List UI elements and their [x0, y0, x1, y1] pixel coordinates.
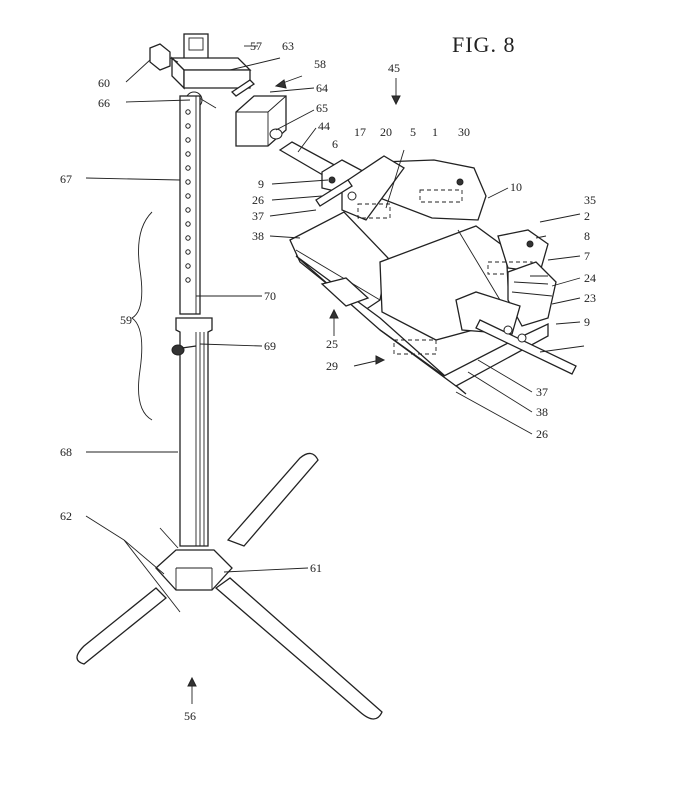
label-5: 5: [410, 125, 416, 139]
leg-front-right: [214, 577, 383, 720]
label-8: 8: [584, 229, 590, 243]
holder-block-edges: [236, 95, 287, 146]
slot-2: [357, 203, 391, 219]
top-plate-1: [379, 159, 487, 221]
tube-holes: [185, 109, 191, 283]
label-6: 6: [332, 137, 338, 151]
label-29: 29: [326, 359, 338, 373]
label-17: 17: [354, 125, 366, 139]
label-66: 66: [98, 96, 110, 110]
slot-1: [419, 189, 463, 203]
label-24: 24: [584, 271, 596, 285]
label-23: 23: [584, 291, 596, 305]
figure-title: FIG. 8: [452, 32, 515, 57]
label-44: 44: [318, 119, 330, 133]
label-38-right: 38: [536, 405, 548, 419]
holder-block-hole: [269, 128, 283, 140]
label-67: 67: [60, 172, 72, 186]
arm-rod: [230, 79, 256, 97]
knob-shaft: [169, 57, 179, 63]
lock-knob: [171, 344, 185, 356]
label-9-right: 9: [584, 315, 590, 329]
label-62: 62: [60, 509, 72, 523]
label-37-right: 37: [536, 385, 548, 399]
tray-bottom-right: [379, 322, 549, 387]
label-69: 69: [264, 339, 276, 353]
leg-front-left: [76, 587, 167, 665]
label-61: 61: [310, 561, 322, 575]
label-35: 35: [584, 193, 596, 207]
label-25: 25: [326, 337, 338, 351]
label-20: 20: [380, 125, 392, 139]
label-1: 1: [432, 125, 438, 139]
label-7: 7: [584, 249, 590, 263]
label-10: 10: [510, 180, 522, 194]
label-58: 58: [314, 57, 326, 71]
label-26-bottom: 26: [536, 427, 548, 441]
knob: [149, 43, 171, 71]
label-68: 68: [60, 445, 72, 459]
label-30: 30: [458, 125, 470, 139]
upper-tube: [179, 95, 201, 315]
label-56: 56: [184, 709, 196, 723]
stand: [76, 33, 383, 720]
leg-back-right: [226, 452, 319, 547]
label-45: 45: [388, 61, 400, 75]
clamp-block-front: [183, 69, 251, 89]
leg-back-left-stub: [159, 527, 179, 549]
label-37-left: 37: [252, 209, 264, 223]
label-63: 63: [282, 39, 294, 53]
left-foot: [320, 277, 370, 307]
label-26-top: 26: [252, 193, 264, 207]
lower-tube: [175, 317, 213, 547]
tray-assembly: [289, 155, 577, 395]
label-64: 64: [316, 81, 328, 95]
label-9-top: 9: [258, 177, 264, 191]
arrows: [187, 75, 401, 704]
label-38-left: 38: [252, 229, 264, 243]
top-tube-opening: [188, 37, 204, 51]
reference-labels: 57 63 58 45 60 66 64 65 44 6 17 20 5 1 3…: [60, 39, 596, 723]
label-59: 59: [120, 313, 132, 327]
rod-right: [475, 319, 577, 375]
left-upright: [341, 155, 405, 221]
brace-59: [131, 211, 153, 421]
slot-4: [393, 339, 437, 355]
rod-left: [315, 179, 353, 207]
label-60: 60: [98, 76, 110, 90]
label-65: 65: [316, 101, 328, 115]
leader-lines: [85, 45, 585, 613]
label-2: 2: [584, 209, 590, 223]
label-70: 70: [264, 289, 276, 303]
right-clip: [455, 291, 521, 335]
label-57: 57: [250, 39, 262, 53]
